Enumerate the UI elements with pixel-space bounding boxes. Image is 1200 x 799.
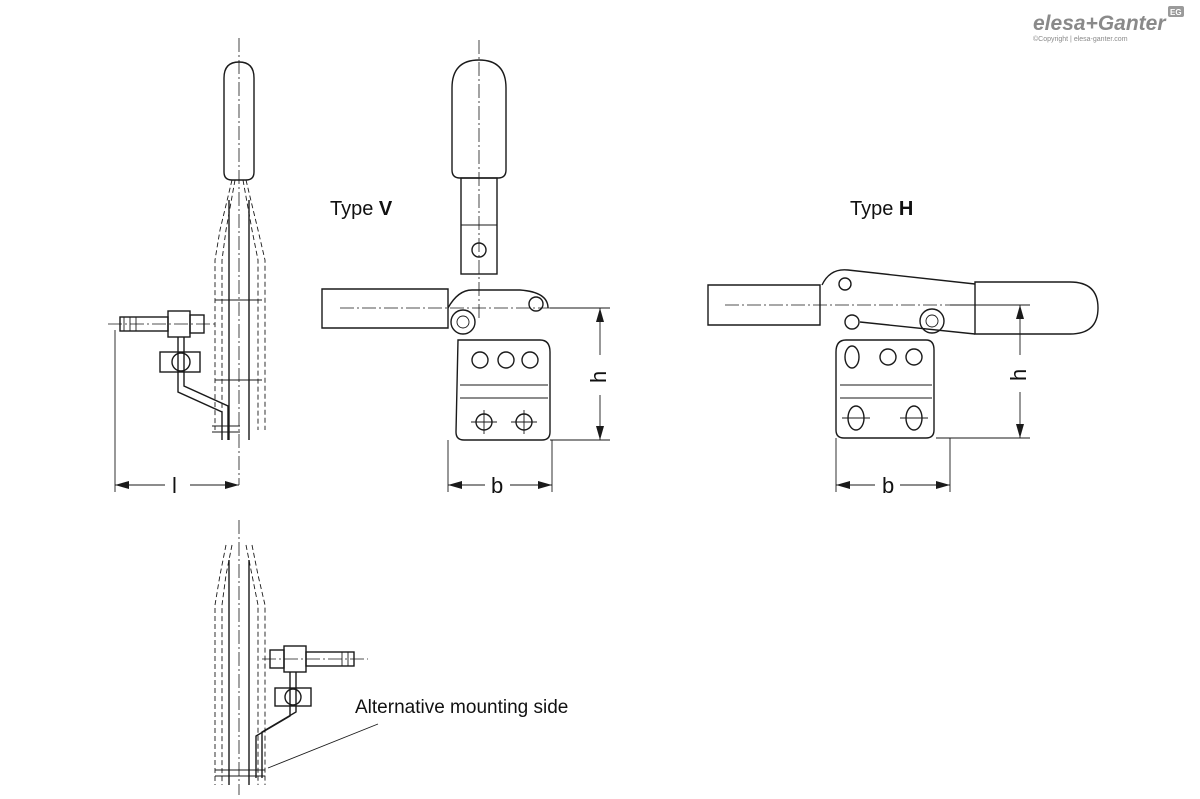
alternative-mounting-view: Alternative mounting side bbox=[214, 520, 568, 795]
type-h-title: Type H bbox=[850, 198, 913, 220]
type-v-title: Type V bbox=[330, 198, 393, 220]
type-h-dimension-h-label: h bbox=[1006, 369, 1031, 381]
type-v-view: Type V h bbox=[321, 40, 611, 498]
dimension-l-label: l bbox=[172, 473, 177, 498]
type-h-dimension-b-label: b bbox=[882, 473, 894, 498]
brand-logo: elesa+Ganter EG ©Copyright | elesa-gante… bbox=[1033, 6, 1184, 43]
type-v-dimension-b-label: b bbox=[491, 473, 503, 498]
side-view: l bbox=[108, 38, 266, 498]
logo-text: elesa+Ganter bbox=[1033, 12, 1167, 35]
logo-copyright: ©Copyright | elesa-ganter.com bbox=[1033, 35, 1128, 43]
type-v-dimension-h-label: h bbox=[586, 371, 611, 383]
alternative-mounting-label: Alternative mounting side bbox=[355, 697, 568, 718]
type-h-view: Type H h bbox=[707, 198, 1099, 498]
logo-badge: EG bbox=[1170, 8, 1182, 17]
logo-badge-box bbox=[1168, 6, 1184, 17]
